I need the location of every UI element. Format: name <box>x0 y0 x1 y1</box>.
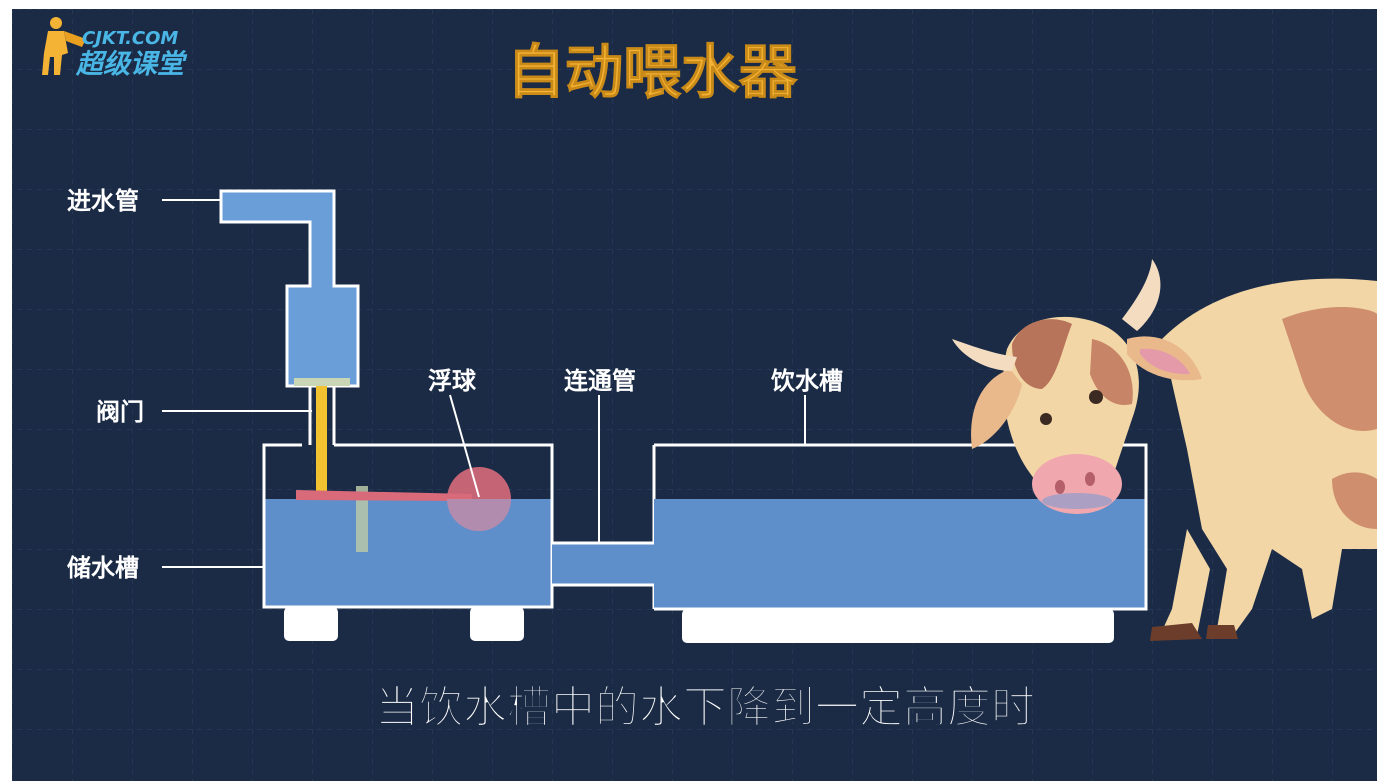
superhero-logo-icon <box>42 17 86 75</box>
label-float-ball: 浮球 <box>428 367 477 395</box>
logo-domain: CJKT.COM <box>82 28 178 49</box>
logo: CJKT.COM 超级课堂 <box>42 17 188 80</box>
label-inlet-pipe: 进水管 <box>67 187 139 215</box>
valve-seat <box>294 378 350 386</box>
lever-arm <box>296 490 472 501</box>
drinking-trough <box>654 443 1148 643</box>
tank-foot-left <box>284 607 338 641</box>
valve-rod <box>316 386 327 492</box>
valve-float-mechanism <box>296 386 511 552</box>
trough-base <box>682 609 1114 643</box>
label-valve: 阀门 <box>96 398 144 426</box>
label-drinking-trough: 饮水槽 <box>770 367 843 395</box>
logo-text: 超级课堂 <box>75 49 188 80</box>
label-connecting-pipe: 连通管 <box>564 367 636 395</box>
title: 自动喂水器 <box>507 38 798 106</box>
lever-pivot <box>356 486 368 552</box>
subtitle-caption: 当饮水槽中的水下降到一定高度时 <box>375 682 1035 733</box>
leader-lines <box>162 199 806 568</box>
inlet-pipe <box>219 189 360 388</box>
background-grid <box>12 9 1377 781</box>
tank-foot-right <box>470 607 524 641</box>
video-frame: CJKT.COM 超级课堂 自动喂水器 <box>12 9 1377 781</box>
cow-illustration <box>952 259 1377 641</box>
leader-float-ball <box>449 394 480 498</box>
label-storage-tank: 储水槽 <box>67 554 139 582</box>
diagram-canvas: CJKT.COM 超级课堂 自动喂水器 <box>12 9 1377 781</box>
